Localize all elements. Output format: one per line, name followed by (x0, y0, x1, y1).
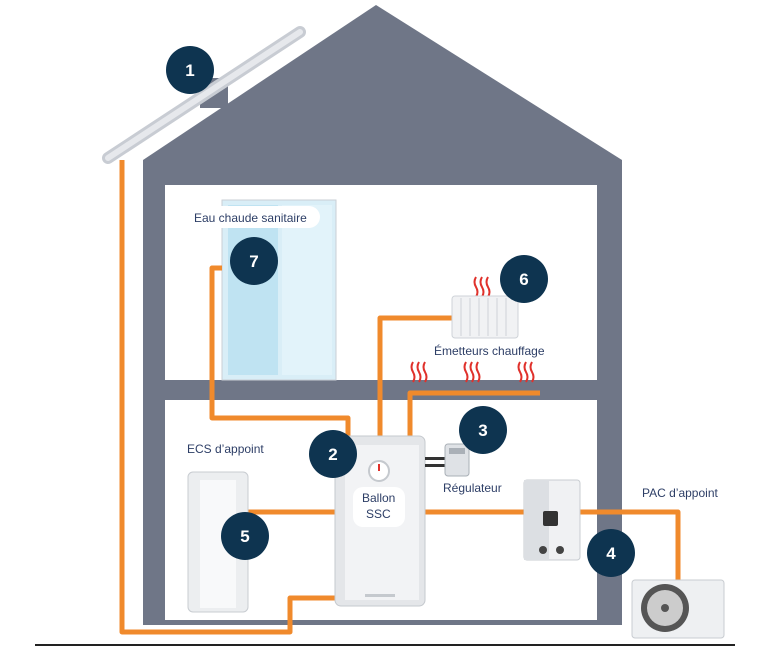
pac-indoor-unit (523, 479, 581, 561)
label-pac-appoint: PAC d’appoint (642, 486, 718, 500)
svg-text:7: 7 (249, 252, 258, 271)
labels: Eau chaude sanitaire Émetteurs chauffage… (185, 206, 718, 521)
label-ecs-appoint: ECS d’appoint (187, 442, 264, 456)
regulator-device (425, 443, 470, 477)
svg-text:5: 5 (240, 527, 249, 546)
ecs-appoint-tank (187, 471, 249, 613)
svg-text:3: 3 (478, 421, 487, 440)
marker-4: 4 (587, 529, 635, 577)
ballon-ssc-tank (334, 435, 426, 607)
shower-cabin (221, 199, 337, 381)
radiator (451, 295, 519, 339)
marker-5: 5 (221, 512, 269, 560)
pipes (119, 160, 681, 635)
label-ssc: SSC (366, 507, 391, 521)
solar-panel (102, 26, 306, 164)
svg-text:6: 6 (519, 270, 528, 289)
floor-heating (410, 276, 535, 383)
svg-text:1: 1 (185, 61, 194, 80)
marker-6: 6 (500, 255, 548, 303)
number-markers: 1 2 3 4 5 6 7 (166, 46, 635, 577)
label-regulateur: Régulateur (443, 481, 502, 495)
label-eau-chaude: Eau chaude sanitaire (194, 211, 307, 225)
label-ballon: Ballon (362, 491, 395, 505)
heat-pump-outdoor-unit (631, 579, 725, 639)
marker-7: 7 (230, 237, 278, 285)
svg-text:4: 4 (606, 544, 616, 563)
marker-2: 2 (309, 430, 357, 478)
svg-text:2: 2 (328, 445, 337, 464)
marker-1: 1 (166, 46, 214, 94)
label-emetteurs: Émetteurs chauffage (434, 343, 545, 358)
marker-3: 3 (459, 406, 507, 454)
